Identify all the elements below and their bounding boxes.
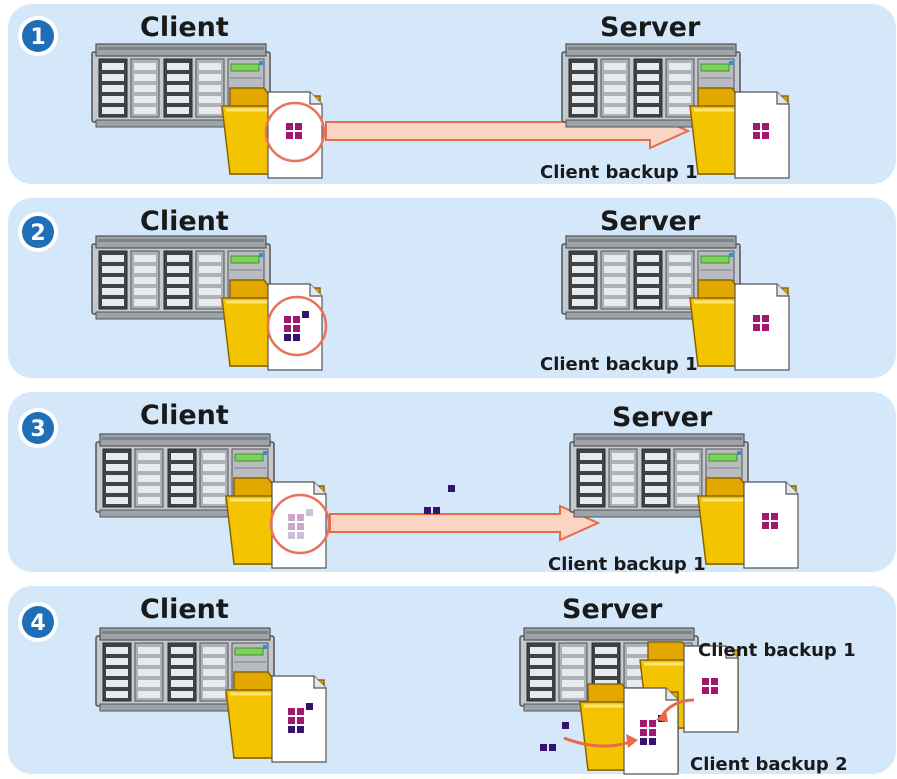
server-label: Server: [562, 594, 663, 625]
step-badge-3: 3: [18, 408, 58, 448]
changed-data-blocks-icon: [424, 485, 455, 514]
backup-label: Client backup 1: [540, 162, 698, 183]
server-label: Server: [612, 402, 713, 433]
client-label: Client: [140, 400, 229, 431]
step-number: 1: [30, 25, 45, 50]
step-panel-3: 3 Client Server Client backup 1: [8, 392, 896, 575]
reuse-arrow-head-icon: [656, 710, 668, 722]
highlight-ring-icon: [266, 295, 328, 357]
step-panel-2: 2 Client Server Client backup 1: [8, 198, 896, 378]
server-label: Server: [600, 206, 701, 237]
merge-arrow-head-icon: [626, 734, 638, 748]
backup-label: Client backup 1: [698, 640, 856, 661]
transfer-arrow-icon: [329, 504, 601, 542]
changed-data-blocks-icon: [540, 722, 569, 751]
backup-label: Client backup 1: [540, 354, 698, 375]
step-panel-4: 4 Client Server: [8, 586, 896, 775]
step-badge-4: 4: [18, 602, 58, 642]
highlight-ring-icon: [264, 101, 326, 163]
merge-arrow-icon: [563, 736, 631, 748]
step-panel-1: 1 Client Server Client backup 1: [8, 4, 896, 184]
step-badge-1: 1: [18, 16, 58, 56]
client-label: Client: [140, 594, 229, 625]
client-label: Client: [140, 206, 229, 237]
step-badge-2: 2: [18, 212, 58, 252]
step-number: 2: [30, 221, 45, 246]
client-label: Client: [140, 12, 229, 43]
step-number: 3: [30, 417, 45, 442]
backup-label: Client backup 2: [690, 754, 848, 775]
step-number: 4: [30, 611, 45, 636]
backup-label: Client backup 1: [548, 554, 706, 575]
server-label: Server: [600, 12, 701, 43]
